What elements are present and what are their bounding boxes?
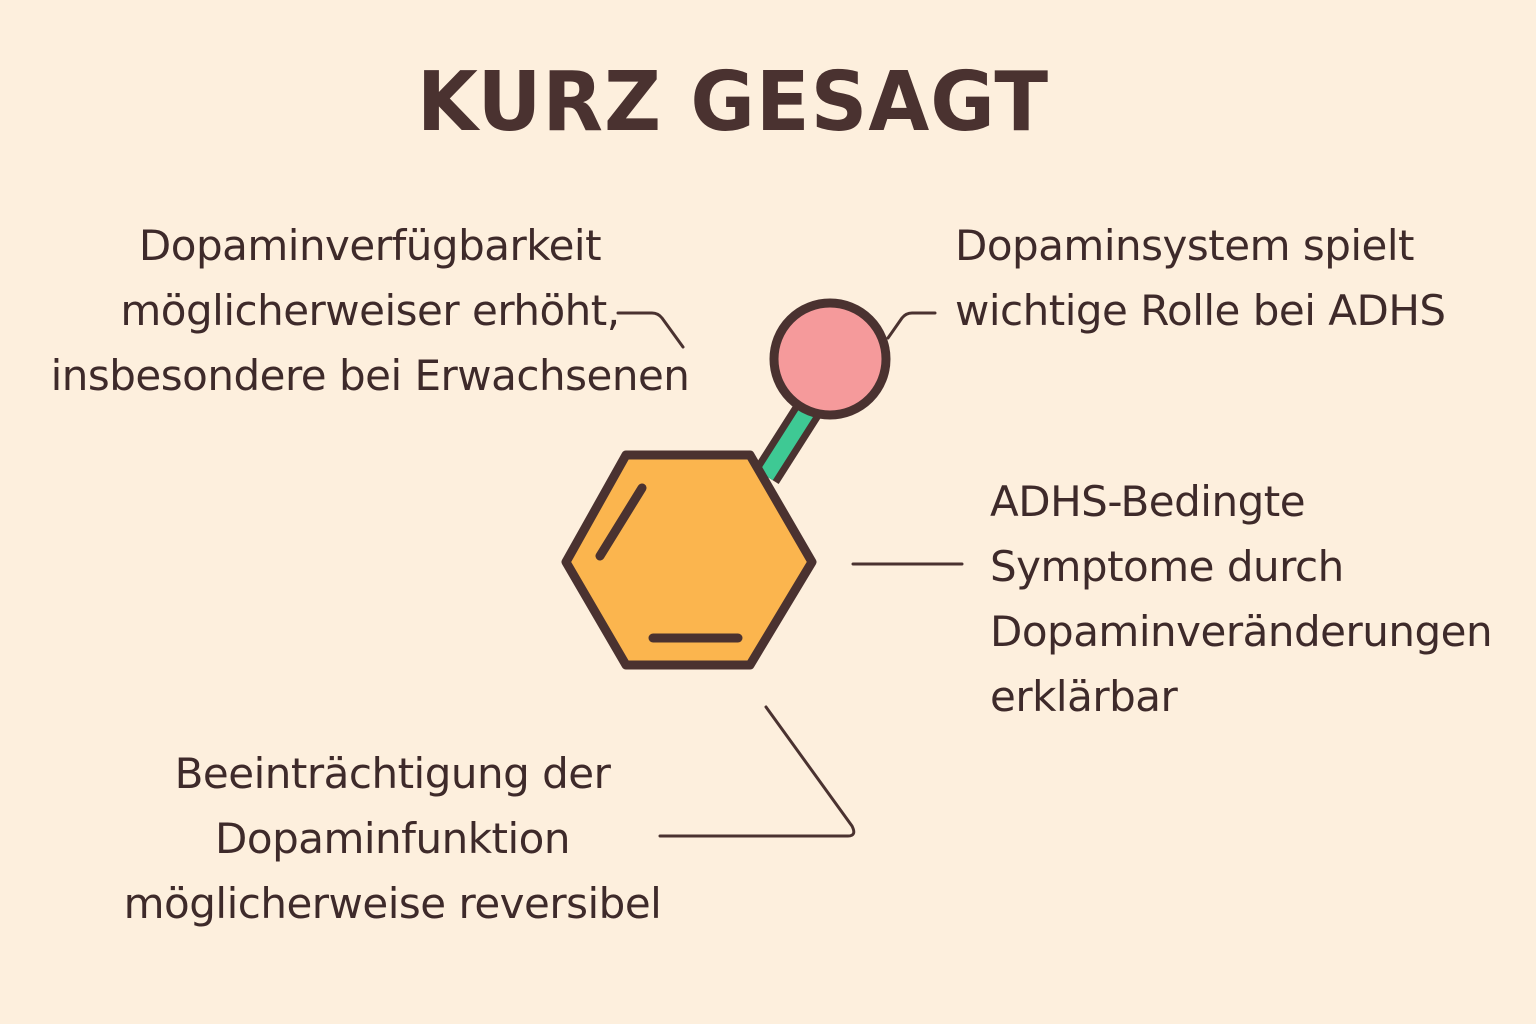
label-line: Dopaminsystem spielt [955, 221, 1415, 270]
label-line: möglicherweise reversibel [123, 879, 662, 928]
label-line: Dopaminfunktion [215, 814, 570, 863]
label-line: ADHS-Bedingte [990, 477, 1306, 526]
label-line: Symptome durch [990, 542, 1344, 591]
connector-top-left [616, 311, 685, 349]
bond-icon [753, 401, 821, 485]
label-line: insbesondere bei Erwachsenen [50, 351, 690, 400]
label-line: Dopaminverfügbarkeit [138, 221, 602, 270]
label-line: wichtige Rolle bei ADHS [955, 286, 1446, 335]
label-line: erklärbar [990, 672, 1178, 721]
connector-lines [616, 311, 964, 838]
page-title: KURZ GESAGT [416, 55, 1050, 150]
label-line: möglicherweiser erhöht, [120, 286, 620, 335]
label-adhs-symptoms: ADHS-Bedingte Symptome durch Dopaminverä… [990, 469, 1493, 729]
label-dopamine-availability: Dopaminverfügbarkeit möglicherweiser erh… [20, 213, 720, 408]
label-line: Beeinträchtigung der [174, 749, 611, 798]
label-dopamine-function-impairment: Beeinträchtigung der Dopaminfunktion mög… [90, 741, 695, 936]
circle-atom-icon [769, 298, 891, 420]
hexagon-ring-icon [561, 450, 817, 670]
connector-bottom-left [658, 705, 856, 838]
connector-top-right [886, 311, 937, 340]
label-dopamine-system: Dopaminsystem spielt wichtige Rolle bei … [955, 213, 1446, 343]
label-line: Dopaminveränderungen [990, 607, 1493, 656]
